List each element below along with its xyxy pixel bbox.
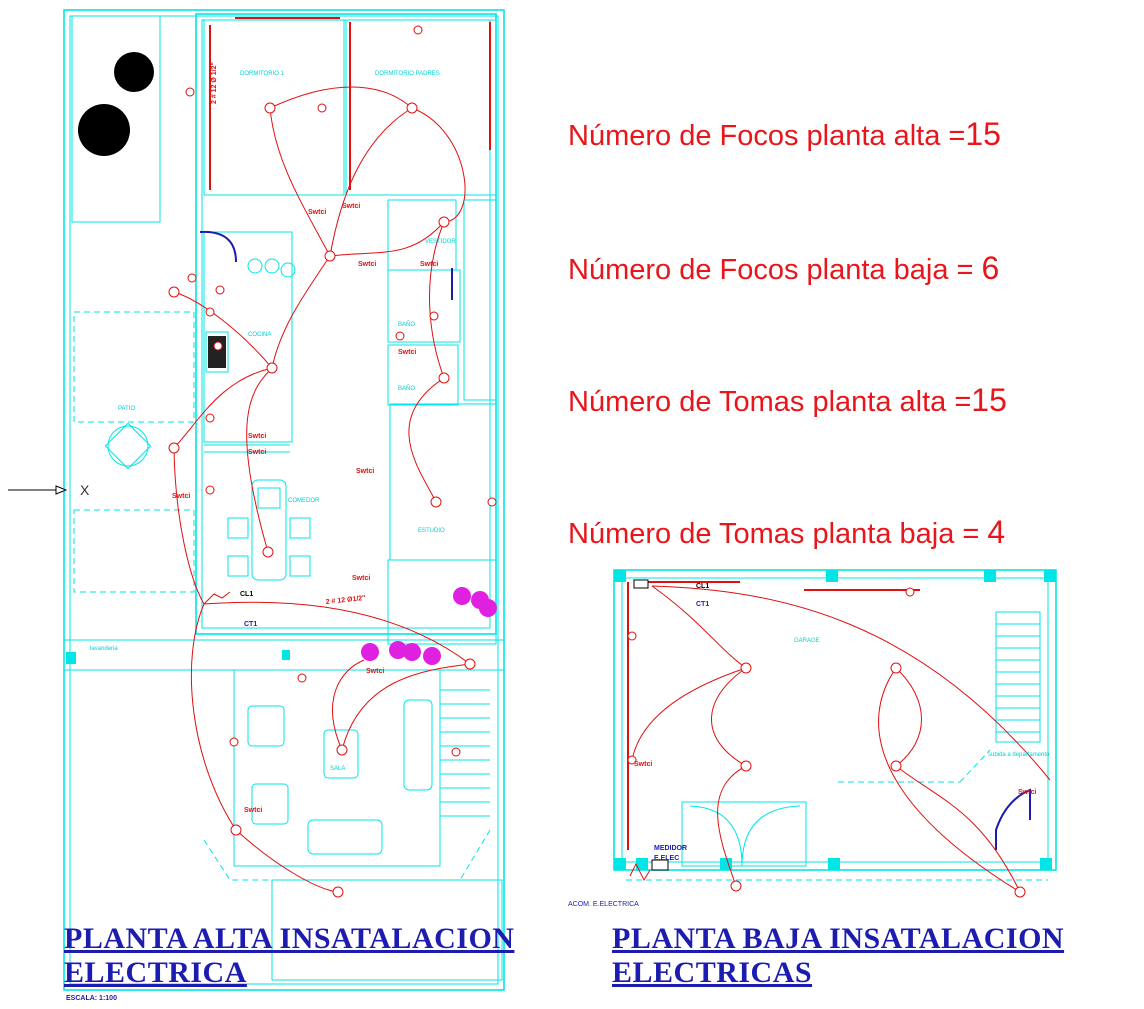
switch-label: Swtci (420, 261, 438, 268)
feed-label: 2 # 12 Ø 1/2" (211, 62, 218, 104)
stat-tomas-alta: Número de Tomas planta alta =15 (568, 382, 1007, 419)
room-label: lavanderia (90, 646, 118, 652)
stat-value: 15 (965, 116, 1001, 152)
room-label: COCINA (248, 332, 271, 338)
lower-wiring (629, 585, 1051, 893)
stat-label: Número de Tomas planta alta = (568, 386, 972, 418)
lower-floor-plan: GARAGE subida a departamento CL1 CT1 MED… (568, 569, 1057, 908)
stat-focos-baja: Número de Focos planta baja = 6 (568, 250, 999, 287)
switch-label: Swtci (398, 349, 416, 356)
stairs (995, 611, 1041, 743)
title-line: PLANTA BAJA INSATALACION (612, 922, 1065, 955)
title-line: ELECTRICAS (612, 956, 813, 989)
switch-label: Swtci (248, 433, 266, 440)
switch-label: Swtci (342, 203, 360, 210)
room-label: ESTUDIO (418, 528, 445, 534)
switch-label: Swtci (1018, 789, 1036, 796)
circuit-label: CL1 (240, 591, 253, 598)
room-label: DORMITORIO 1 (240, 71, 285, 77)
switch-label: Swtci (308, 209, 326, 216)
meter-label: MEDIDOR (654, 845, 687, 852)
stairs (440, 689, 490, 817)
feed-label: 2 # 12 Ø1/2" (325, 595, 365, 606)
title-line: PLANTA ALTA INSATALACION (64, 922, 515, 955)
tree-icon (78, 104, 130, 156)
stat-value: 4 (987, 514, 1006, 550)
switch-label: Swtci (244, 807, 262, 814)
stat-tomas-baja: Número de Tomas planta baja = 4 (568, 514, 1005, 551)
switch-label: Swtci (352, 575, 370, 582)
room-label: subida a departamento (988, 752, 1050, 758)
upper-floor-title: PLANTA ALTA INSATALACION ELECTRICA (64, 922, 514, 990)
section-arrow-icon (8, 485, 68, 495)
outlet-highlights (361, 587, 497, 665)
title-line: ELECTRICA (64, 956, 247, 989)
upper-floor-plan: DORMITORIO 1 DORMITORIO PADRES VESTIDOR … (8, 9, 505, 991)
room-label: BAÑO (398, 385, 415, 392)
stat-label: Número de Focos planta alta = (568, 120, 966, 152)
switch-label: Swtci (366, 668, 384, 675)
stat-focos-alta: Número de Focos planta alta =15 (568, 116, 1001, 153)
switch-label: Swtci (172, 493, 190, 500)
room-label: SALA (330, 766, 345, 772)
room-label: BAÑO (398, 321, 415, 328)
room-label: VESTIDOR (425, 239, 456, 245)
circuit-label: CL1 (696, 583, 709, 590)
switch-label: Swtci (356, 468, 374, 475)
room-label: PATIO (118, 406, 135, 412)
upper-wiring (173, 86, 471, 893)
lower-floor-title: PLANTA BAJA INSATALACION ELECTRICAS (612, 922, 1064, 990)
lower-lamps (627, 587, 1026, 898)
tree-icon (114, 52, 154, 92)
room-label: DORMITORIO PADRES (375, 71, 440, 77)
stat-label: Número de Focos planta baja = (568, 254, 982, 286)
switch-label: Swtci (248, 449, 266, 456)
circuit-label: CT1 (696, 601, 709, 608)
stat-value: 6 (981, 250, 1000, 286)
upper-lamps (168, 25, 497, 898)
meter-label: E.ELEC (654, 855, 679, 862)
scale-label: ESCALA: 1:100 (66, 995, 117, 1002)
service-entry-label: ACOM. E.ELECTRICA (568, 901, 639, 908)
switch-label: Swtci (634, 761, 652, 768)
stat-value: 15 (971, 382, 1007, 418)
circuit-label: CT1 (244, 621, 257, 628)
room-label: COMEDOR (288, 498, 320, 504)
switch-label: Swtci (358, 261, 376, 268)
stat-label: Número de Tomas planta baja = (568, 518, 988, 550)
room-label: GARAGE (794, 638, 820, 644)
section-marker: X (80, 482, 90, 498)
